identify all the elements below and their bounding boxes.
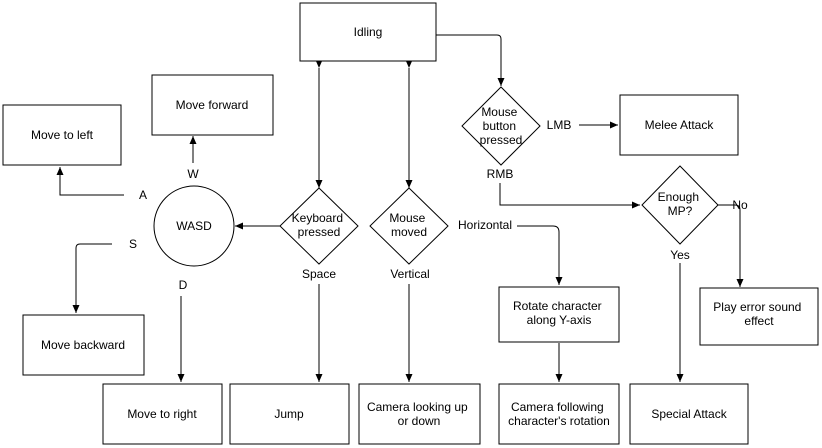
node-rotate-character: Rotate character along Y-axis [498,286,620,343]
node-move-right: Move to right [102,383,223,445]
node-camera-up-down-label: Camera looking up or down [367,400,471,428]
node-enough-mp-label: Enough MP? [658,190,703,218]
node-rotate-label: Rotate character along Y-axis [513,299,605,327]
node-move-left-label: Move to left [31,128,94,142]
node-play-error-sound: Play error sound effect [699,287,819,346]
label-w: W [187,167,199,181]
node-mouse-moved: Mouse moved [369,187,449,265]
edges [56,31,744,382]
node-jump: Jump [229,383,350,445]
node-mouse-button-pressed: Mouse button pressed [461,86,541,166]
node-idling: Idling [299,2,437,62]
node-wasd-label: WASD [176,219,212,233]
edge-no-error [718,204,744,287]
label-yes: Yes [670,248,690,262]
node-keyboard-label: Keyboard pressed [292,211,347,239]
label-horizontal: Horizontal [458,218,512,232]
node-enough-mp: Enough MP? [641,165,719,245]
node-camera-up-down: Camera looking up or down [358,383,481,445]
node-play-error-label: Play error sound effect [713,300,804,328]
edge-s-backward [72,243,112,313]
label-a: A [139,188,147,202]
label-lmb: LMB [547,118,572,132]
label-s: S [129,237,137,251]
edge-rmb-enough-mp [499,183,640,209]
node-idling-label: Idling [354,25,383,39]
node-keyboard-pressed: Keyboard pressed [279,187,359,265]
node-move-left: Move to left [2,104,122,166]
node-camera-following: Camera following character's rotation [498,383,620,445]
node-move-right-label: Move to right [127,407,197,421]
edge-horizontal-rotate [517,225,563,285]
node-special-attack: Special Attack [629,383,749,445]
node-move-forward-label: Move forward [176,98,249,112]
edge-labels: LMB RMB Yes No Horizontal Vertical Space… [129,118,748,292]
node-mouse-moved-label: Mouse moved [389,211,428,239]
label-no: No [732,198,748,212]
node-jump-label: Jump [274,407,304,421]
node-mouse-button-label: Mouse button pressed [480,105,523,147]
label-rmb: RMB [487,167,514,181]
node-move-backward: Move backward [22,314,145,376]
label-vertical: Vertical [390,267,429,281]
node-move-forward: Move forward [151,74,274,136]
node-wasd: WASD [153,185,235,267]
label-space: Space [302,267,336,281]
label-d: D [179,278,188,292]
edge-a-left [56,167,124,196]
node-camera-following-label: Camera following character's rotation [508,400,610,428]
node-melee-attack: Melee Attack [619,94,739,156]
node-move-backward-label: Move backward [41,338,125,352]
node-special-label: Special Attack [651,407,727,421]
edge-idling-mouse-button [428,31,505,86]
node-melee-label: Melee Attack [645,118,715,132]
